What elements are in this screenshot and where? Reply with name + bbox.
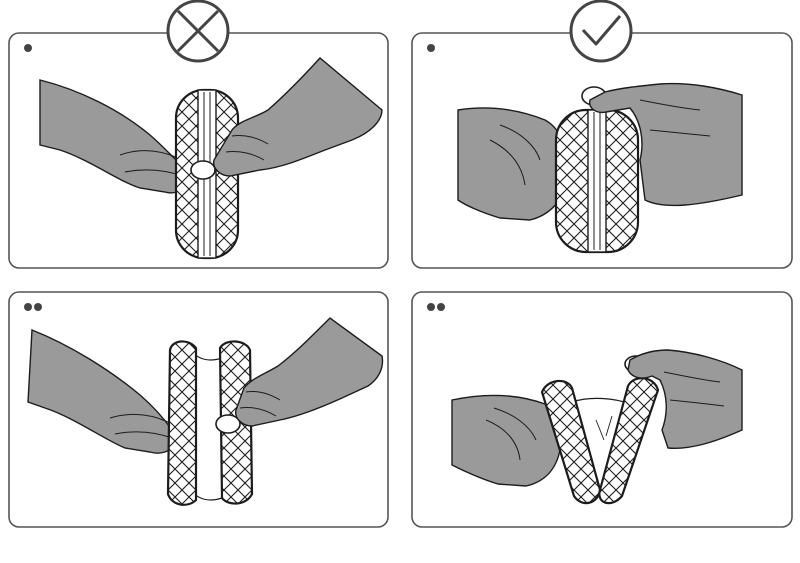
step-dot-icon xyxy=(427,44,435,52)
step-dot-icon xyxy=(437,303,445,311)
right-hand xyxy=(589,82,743,207)
right-hand xyxy=(627,349,743,450)
step-dot-icon xyxy=(34,303,42,311)
check-circle-icon xyxy=(569,0,633,63)
step-dot-icon xyxy=(24,44,32,52)
cross-circle-icon xyxy=(166,0,230,63)
pad-half-left xyxy=(166,340,198,506)
right-hand xyxy=(213,57,383,177)
pad-half-right xyxy=(598,377,660,505)
panel-bottom-left-illustration xyxy=(27,317,384,506)
step-dot-icon xyxy=(427,303,435,311)
panel-top-left-illustration xyxy=(39,57,383,260)
snap-button xyxy=(215,414,241,434)
right-hand xyxy=(235,317,384,427)
panel-bottom-right-illustration xyxy=(451,349,743,505)
left-hand xyxy=(451,394,562,487)
snap-button xyxy=(190,160,216,180)
left-hand xyxy=(457,107,569,221)
step-dot-icon xyxy=(24,303,32,311)
panel-top-right-illustration xyxy=(457,82,743,254)
